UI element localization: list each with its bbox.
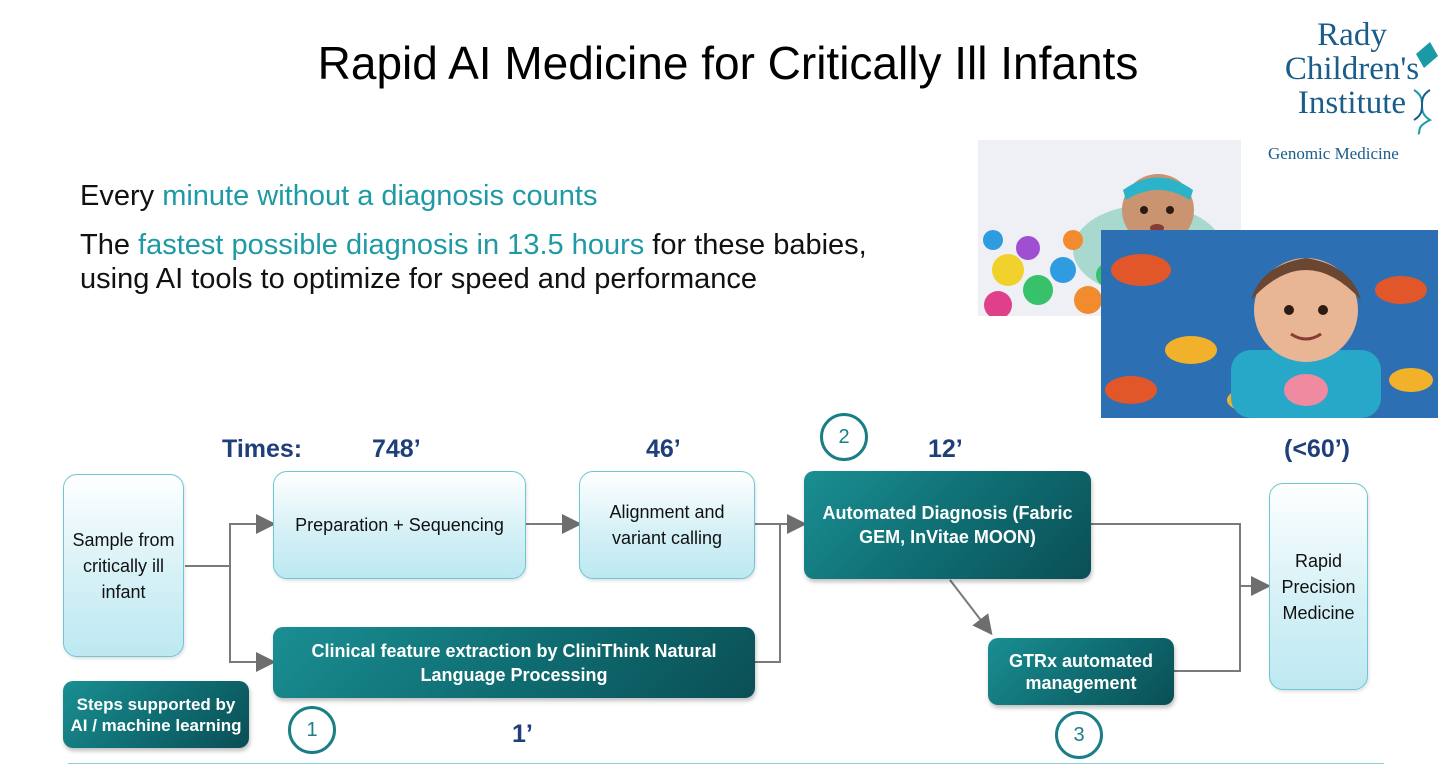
logo-line-institute: Institute: [1297, 85, 1407, 121]
sample-box: Sample from critically ill infant: [63, 474, 184, 657]
step-marker-2: 2: [820, 413, 868, 461]
logo-line-childrens: Children's: [1284, 51, 1420, 87]
times-label: Times:: [222, 435, 303, 463]
alignment-variant-calling-box: Alignment and variant calling: [579, 471, 755, 579]
intro-line-1-highlight: minute without a diagnosis counts: [162, 180, 598, 212]
baby-photo-blanket: [1101, 230, 1438, 418]
ai-legend-box: Steps supported by AI / machine learning: [63, 681, 249, 748]
time-rapid-precision: (<60’): [1284, 435, 1351, 463]
rady-childrens-logo: Rady Children's Institute Genomic Medici…: [1262, 18, 1442, 168]
intro-paragraph: The fastest possible diagnosis in 13.5 h…: [80, 228, 940, 296]
slide-title: Rapid AI Medicine for Critically Ill Inf…: [317, 37, 1139, 89]
intro-line-2-highlight: fastest possible diagnosis in 13.5 hours: [138, 229, 645, 261]
intro-line-3: using AI tools to optimize for speed and…: [80, 263, 758, 295]
intro-line-2-suffix: for these babies,: [644, 229, 867, 261]
step-marker-3: 3: [1055, 711, 1103, 759]
time-alignment: 46’: [646, 435, 681, 463]
rapid-precision-medicine-box: Rapid Precision Medicine: [1269, 483, 1368, 690]
logo-kite-icon: [1416, 42, 1438, 68]
intro-line-2-prefix: The: [80, 229, 139, 261]
intro-line-1-prefix: Every: [80, 180, 163, 212]
bottom-divider: [68, 763, 1384, 764]
intro-line-1: Every minute without a diagnosis counts: [80, 180, 597, 213]
dna-helix-icon: [1413, 89, 1433, 135]
logo-subtitle: Genomic Medicine: [1268, 144, 1399, 163]
step-marker-1: 1: [288, 706, 336, 754]
logo-line-rady: Rady: [1317, 17, 1387, 53]
gtrx-management-box: GTRx automated management: [988, 638, 1174, 705]
time-preparation: 748’: [372, 435, 421, 463]
time-clinical-extraction: 1’: [512, 720, 533, 748]
automated-diagnosis-box: Automated Diagnosis (Fabric GEM, InVitae…: [804, 471, 1091, 579]
clinical-feature-extraction-box: Clinical feature extraction by CliniThin…: [273, 627, 755, 698]
time-automated-diagnosis: 12’: [928, 435, 963, 463]
preparation-sequencing-box: Preparation + Sequencing: [273, 471, 526, 579]
